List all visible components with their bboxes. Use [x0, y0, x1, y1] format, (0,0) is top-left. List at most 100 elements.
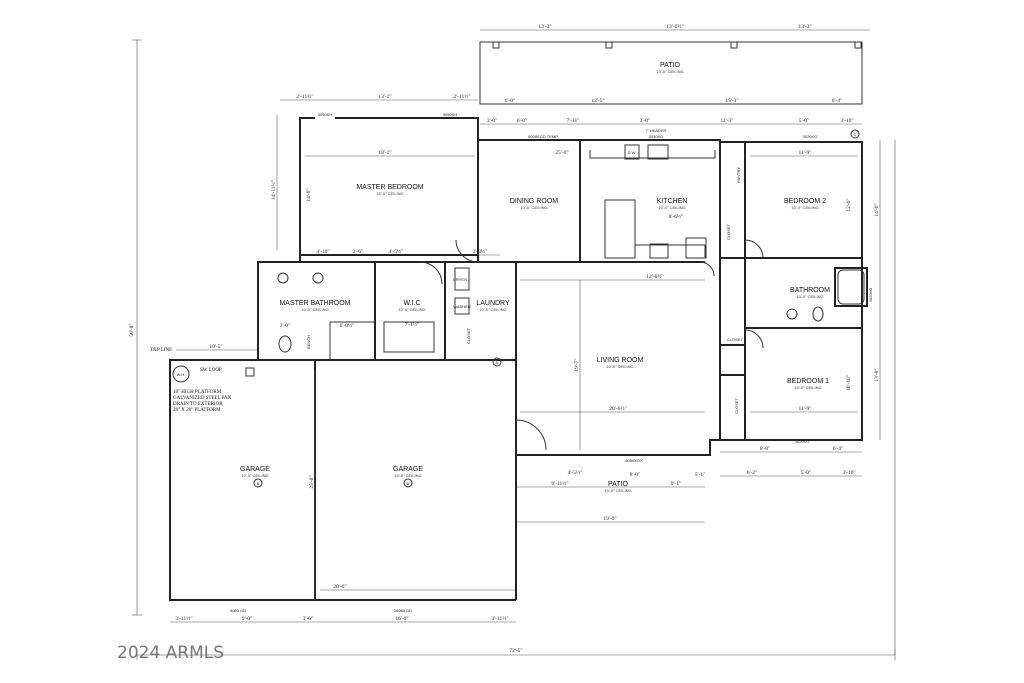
- dim-overall-height: 56'-8": [129, 323, 135, 336]
- living-room-label: LIVING ROOM: [597, 357, 644, 364]
- dim-right-h1: 14'-6": [874, 203, 880, 216]
- platform-note-3: DRAIN TO EXTERIOR: [173, 402, 223, 407]
- window-bath: 3020XO: [868, 288, 873, 303]
- marker-b-right-text: B: [407, 481, 410, 486]
- interior-dimensions: 18'-1" 14'-6" 25'-0" 8'-6½" 11'-9" 12'-6…: [176, 150, 858, 595]
- dim-wic-w: 7'-1½": [405, 321, 420, 328]
- laundry-ceiling: 10'-0" CEILING: [479, 307, 506, 312]
- garage-right-ceiling: 10'-0" CEILING: [394, 473, 421, 478]
- interior-walls: [258, 140, 862, 600]
- dim-row3-1: 3'-0": [487, 118, 498, 124]
- dim-top-3: 13'-3": [798, 24, 811, 30]
- platform-note-4: 28" X 28" PLATFORM: [173, 408, 221, 413]
- kitchen-counters: D.W.: [589, 144, 716, 259]
- dim-mb-width: 18'-1": [378, 150, 391, 156]
- marker-b-right: [403, 478, 413, 488]
- dim-kitchen-w: 25'-0": [555, 150, 568, 156]
- closet-label-a: CLOSET: [726, 223, 731, 240]
- living-room-ceiling: 10'-0" CEILING: [606, 364, 633, 369]
- dim-living-top: 12'-6½": [646, 273, 663, 280]
- dim-row2-3: 15'-3": [725, 98, 738, 104]
- overall-dimensions: 56'-8" 72'-5" 13'-3" 13'-0½" 13'-3" 6'-0…: [129, 23, 896, 660]
- garage-right-label: GARAGE: [393, 466, 423, 473]
- dim-bed2-h: 12'-6": [846, 198, 852, 211]
- dim-garage-w: 20'-6": [333, 584, 346, 590]
- dim-bed-bot-2: 6'-4": [833, 446, 844, 452]
- dim-mbath-1: 3'-0": [280, 323, 291, 329]
- dim-row3-5: 11'-3": [720, 118, 733, 124]
- dining-room-label: DINING ROOM: [510, 198, 558, 205]
- dryer: [454, 267, 470, 291]
- window-mb-2: 3050SH: [443, 112, 458, 117]
- bedroom1-ceiling: 10'-0" CEILING: [794, 385, 821, 390]
- bedroom1-label: BEDROOM 1: [787, 378, 829, 385]
- dim-row3-2: 6'-0": [517, 118, 528, 124]
- master-bathroom-label: MASTER BATHROOM: [279, 300, 350, 307]
- dishwasher-label: D.W.: [628, 150, 637, 155]
- dim-mb-height: 14'-6": [306, 188, 312, 201]
- kitchen-label: KITCHEN: [657, 198, 688, 205]
- tp-line-label: T&P LINE: [150, 348, 172, 353]
- dim-bot-5: 3'-11½": [491, 615, 508, 622]
- dim-row2-2: 12'-5": [591, 98, 604, 104]
- dishwasher: [624, 144, 640, 160]
- dim-row2-1: 6'-0": [505, 98, 516, 104]
- marker-c-circle: [850, 129, 860, 139]
- bathroom-label: BATHROOM: [790, 287, 830, 294]
- patio-top-label: PATIO: [660, 62, 681, 69]
- dim-living-w: 20'-6½": [609, 405, 626, 412]
- patio-top-ceiling: 10'-0" CEILING: [656, 69, 683, 74]
- kitchen-sink: [647, 144, 669, 160]
- dim-bed-bot-5: 3'-10": [842, 470, 855, 476]
- bathtub: [837, 269, 865, 305]
- room-labels: MASTER BEDROOM 10'-0" CEILING DINING ROO…: [240, 184, 830, 493]
- master-bedroom-ceiling: 10'-0" CEILING: [376, 191, 403, 196]
- bench-label: BENCH: [306, 335, 311, 349]
- watermark: 2024 ARMLS: [117, 643, 224, 663]
- wic-label: W.I.C: [403, 300, 420, 307]
- laundry-label: LAUNDRY: [476, 300, 510, 307]
- dim-bed-bot-1: 8'-8": [760, 446, 771, 452]
- dim-living-h: 19'-7": [574, 358, 580, 371]
- water-heater: [172, 365, 190, 383]
- dim-mid-3: 4'-5½": [389, 248, 404, 255]
- closet-label-d: CLOSET: [466, 327, 471, 344]
- dim-top-2: 13'-0½": [666, 23, 683, 30]
- dim-right-h2: 13'-8": [874, 368, 880, 381]
- dim-mb-top-2: 13'-1": [378, 94, 391, 100]
- dim-front-patio-1: 4'-5½": [568, 469, 583, 476]
- dim-line-1: 10'-5": [209, 344, 222, 350]
- dim-mid-1: 4'-10": [316, 249, 329, 255]
- dim-front-3: 9'-1": [671, 481, 682, 487]
- closet-label-b: CLOSET: [727, 337, 744, 342]
- dim-row3-3: 7'-11": [566, 118, 579, 124]
- toilet-mb: [278, 335, 292, 353]
- marker-b-left-text: B: [257, 481, 260, 486]
- range: [649, 243, 669, 259]
- garage-door-left: 9080 GD: [230, 608, 246, 613]
- dim-row3-6: 5'-0": [799, 118, 810, 124]
- openings: 3050SH 3050SH 6008SGD TEMP 7' HEADER 303…: [230, 112, 873, 613]
- window-mb-1: 3050SH: [318, 112, 333, 117]
- dim-front-2: 9'-11½": [551, 480, 568, 487]
- dim-bot-1: 3'-11½": [175, 615, 192, 622]
- panel: [245, 367, 255, 377]
- dim-mb-top-1: 2'-11½": [296, 93, 313, 100]
- garage-left-label: GARAGE: [240, 466, 270, 473]
- patio-front-ceiling: 10'-0" CEILING: [604, 488, 631, 493]
- dining-room-ceiling: 10'-0" CEILING: [520, 205, 547, 210]
- water-heater-label: W.H.: [177, 372, 186, 377]
- kitchen-ceiling: 10'-0" CEILING: [658, 205, 685, 210]
- dim-top-1: 13'-3": [538, 24, 551, 30]
- dim-mid-4: 2'-3½": [473, 248, 488, 255]
- dim-overall-width: 72'-5": [509, 648, 522, 654]
- kitchen-header-label: 7' HEADER: [646, 128, 667, 133]
- garage-left-ceiling: 10'-0" CEILING: [241, 473, 268, 478]
- marker-b-left: [253, 478, 263, 488]
- dim-bot-3: 3'-6": [303, 616, 314, 622]
- dim-mbath-2: 6'-0½": [340, 322, 355, 329]
- dim-front-patio-2: 8'-0": [630, 472, 641, 478]
- master-bathroom-ceiling: 10'-0" CEILING: [301, 307, 328, 312]
- dim-front-1: 19'-0": [603, 516, 616, 522]
- dim-bed-bot-3: 6'-2": [747, 470, 758, 476]
